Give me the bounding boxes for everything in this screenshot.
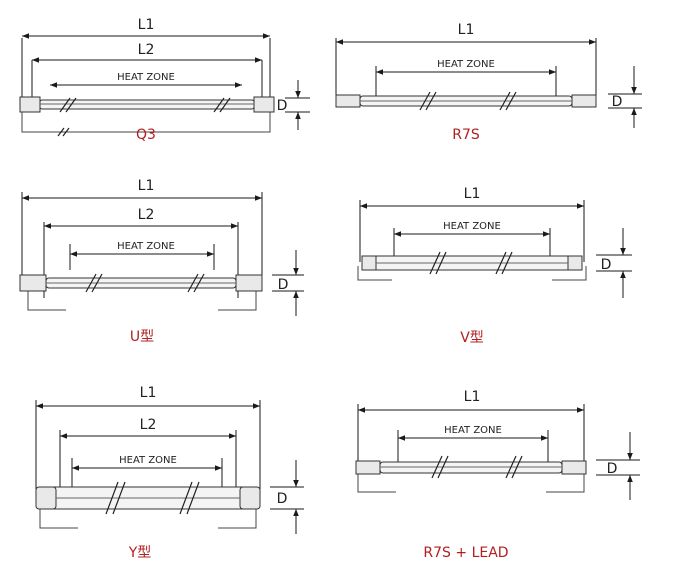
r7s-lead-break-mark-right: [505, 455, 523, 479]
q3-l2-label: L2: [138, 42, 155, 58]
r7s-lead-d-label: D: [607, 461, 618, 477]
q3-end-cap-left: [19, 96, 41, 113]
q3-end-cap-right: [253, 96, 275, 113]
r7s-lead-end-cap-right: [561, 460, 587, 475]
q3-lamp-name: Q3: [136, 127, 156, 143]
y-break-mark-left: [105, 481, 126, 515]
r7s-end-cap-left: [335, 94, 361, 108]
r7s-lead-break-mark-left: [431, 455, 449, 479]
u-l1-label: L1: [138, 178, 155, 194]
q3-heat-zone-label: HEAT ZONE: [117, 72, 175, 83]
y-lead-wire-left: [39, 509, 78, 529]
u-break-mark-left: [85, 273, 103, 293]
q3-lead-break-mark: [57, 127, 70, 137]
y-type-diagram: L1 L2 HEAT ZONE D Y型: [35, 385, 304, 561]
u-end-cap-left: [19, 274, 47, 292]
q3-break-mark-left: [59, 97, 77, 113]
r7s-diagram: L1 HEAT ZONE D R7S: [335, 22, 642, 143]
u-end-cap-right: [235, 274, 263, 292]
y-lamp-name: Y型: [128, 545, 152, 561]
v-break-mark-right: [495, 251, 513, 275]
q3-diagram: L1 L2 HEAT ZONE D Q3: [19, 17, 310, 143]
r7s-heat-zone-label: HEAT ZONE: [437, 59, 495, 70]
r7s-l1-label: L1: [458, 22, 475, 38]
u-break-mark-right: [187, 273, 205, 293]
y-l2-label: L2: [140, 417, 157, 433]
y-end-cap-right: [239, 486, 261, 510]
u-lead-wire-left: [27, 291, 66, 311]
r7s-break-mark-right: [499, 91, 517, 111]
v-break-mark-left: [429, 251, 447, 275]
r7s-lamp-name: R7S: [452, 127, 480, 143]
q3-d-label: D: [277, 98, 288, 114]
v-d-label: D: [601, 257, 612, 273]
r7s-break-mark-left: [419, 91, 437, 111]
r7s-lead-heat-zone-label: HEAT ZONE: [444, 425, 502, 436]
v-end-cap-right: [567, 255, 583, 271]
u-lead-wire-right: [218, 291, 257, 311]
q3-lead-wire: [21, 112, 271, 133]
u-l2-label: L2: [138, 207, 155, 223]
r7s-lead-wire-right: [546, 474, 585, 493]
u-d-label: D: [278, 277, 289, 293]
r7s-lead-l1-label: L1: [464, 389, 481, 405]
v-heat-zone-label: HEAT ZONE: [443, 221, 501, 232]
r7s-lead-end-cap-left: [355, 460, 381, 475]
r7s-lead-wire-left: [357, 474, 396, 493]
r7s-lead-lamp-name: R7S + LEAD: [423, 545, 508, 561]
u-lamp-name: U型: [130, 329, 154, 345]
v-l1-label: L1: [464, 186, 481, 202]
y-lead-wire-right: [218, 509, 257, 529]
y-break-mark-right: [179, 481, 200, 515]
v-lead-wire-right: [552, 266, 587, 281]
v-lead-wire-left: [357, 266, 392, 281]
r7s-end-cap-right: [571, 94, 597, 108]
q3-l1-label: L1: [138, 17, 155, 33]
v-end-cap-left: [361, 255, 377, 271]
v-type-diagram: L1 HEAT ZONE D V型: [357, 186, 632, 346]
u-heat-zone-label: HEAT ZONE: [117, 241, 175, 252]
y-d-label: D: [277, 491, 288, 507]
r7s-lead-diagram: L1 HEAT ZONE D R7S + LEAD: [355, 389, 640, 561]
u-type-diagram: L1 L2 HEAT ZONE D U型: [19, 178, 304, 345]
r7s-d-label: D: [612, 94, 623, 110]
y-l1-label: L1: [140, 385, 157, 401]
y-heat-zone-label: HEAT ZONE: [119, 455, 177, 466]
y-end-cap-left: [35, 486, 57, 510]
q3-break-mark-right: [213, 97, 231, 113]
v-lamp-name: V型: [460, 330, 484, 346]
